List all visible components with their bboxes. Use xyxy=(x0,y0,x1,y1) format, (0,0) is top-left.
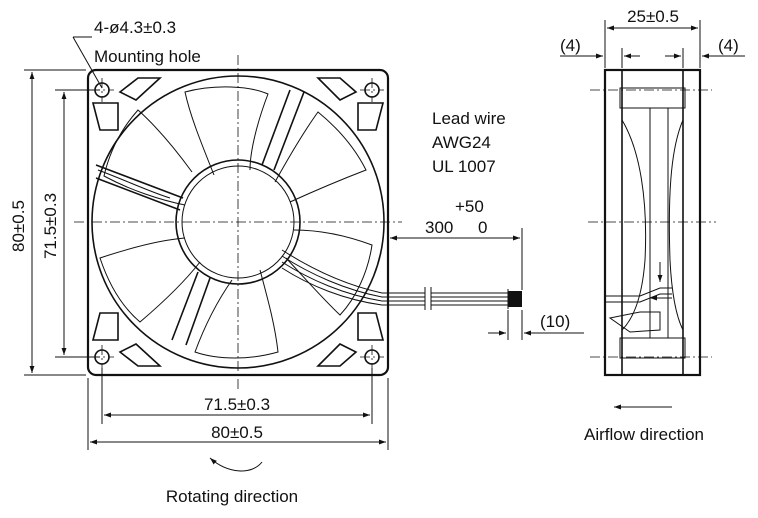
lead-wire-gauge: AWG24 xyxy=(432,133,491,152)
outer-width-label: 80±0.5 xyxy=(211,423,263,442)
lead-wire-title: Lead wire xyxy=(432,109,506,128)
depth-dimension xyxy=(560,20,745,68)
rotation-arrow-icon xyxy=(209,457,263,472)
mounting-hole-spec: 4-ø4.3±0.3 xyxy=(94,18,176,37)
hole-pitch-height-label: 71.5±0.3 xyxy=(41,193,60,259)
height-dimensions xyxy=(24,69,100,376)
left-flange-label: (4) xyxy=(560,36,581,55)
lead-length-tolerance-upper: +50 xyxy=(455,197,484,216)
impeller-blades xyxy=(97,86,373,359)
lead-length-tolerance-lower: 0 xyxy=(478,218,487,237)
lead-length-dimension xyxy=(387,225,523,290)
front-view xyxy=(74,55,522,390)
right-flange-label: (4) xyxy=(718,36,739,55)
side-view xyxy=(588,68,716,377)
side-frame xyxy=(603,68,702,377)
lead-length-nominal: 300 xyxy=(425,218,453,237)
mounting-hole-label: Mounting hole xyxy=(94,47,201,66)
corner-pads xyxy=(91,77,385,367)
width-dimensions xyxy=(87,368,389,450)
outer-height-label: 80±0.5 xyxy=(9,200,28,252)
rotating-direction-label: Rotating direction xyxy=(166,487,298,506)
strip-length-label: (10) xyxy=(540,312,570,331)
frame-spokes xyxy=(95,89,305,346)
depth-label: 25±0.5 xyxy=(627,7,679,26)
hole-pitch-width-label: 71.5±0.3 xyxy=(204,395,270,414)
lead-wire-bundle xyxy=(281,249,522,310)
strip-length-dimension xyxy=(488,310,584,340)
lead-wire-standard: UL 1007 xyxy=(432,157,496,176)
airflow-direction-label: Airflow direction xyxy=(584,425,704,444)
